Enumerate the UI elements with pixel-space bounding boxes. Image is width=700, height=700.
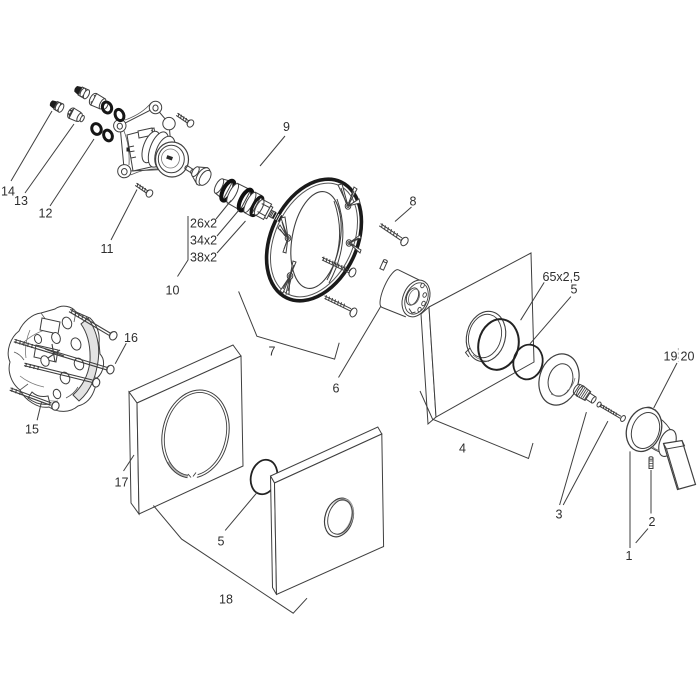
svg-text:11: 11 <box>101 242 114 256</box>
svg-text:9: 9 <box>283 120 290 134</box>
svg-text:20: 20 <box>681 350 695 364</box>
svg-text:34x2: 34x2 <box>190 234 217 248</box>
svg-text:5: 5 <box>218 535 225 549</box>
svg-text:8: 8 <box>410 195 417 209</box>
svg-text:2: 2 <box>649 515 656 529</box>
svg-text:7: 7 <box>269 345 276 359</box>
svg-text:19: 19 <box>664 350 678 364</box>
svg-text:12: 12 <box>39 207 53 221</box>
svg-text:38x2: 38x2 <box>190 251 217 265</box>
svg-text:26x2: 26x2 <box>190 217 217 231</box>
svg-text:3: 3 <box>556 508 563 522</box>
svg-text:10: 10 <box>166 284 180 298</box>
svg-text:15: 15 <box>25 423 39 437</box>
svg-text:16: 16 <box>124 331 138 345</box>
svg-text:5: 5 <box>571 283 578 297</box>
svg-text:65x2,5: 65x2,5 <box>543 270 581 284</box>
svg-text:13: 13 <box>14 194 28 208</box>
svg-text:4: 4 <box>459 442 466 456</box>
svg-text:14: 14 <box>1 185 15 199</box>
svg-text:17: 17 <box>115 476 129 490</box>
svg-text:18: 18 <box>219 593 233 607</box>
svg-text:1: 1 <box>626 549 633 563</box>
svg-text:6: 6 <box>333 382 340 396</box>
